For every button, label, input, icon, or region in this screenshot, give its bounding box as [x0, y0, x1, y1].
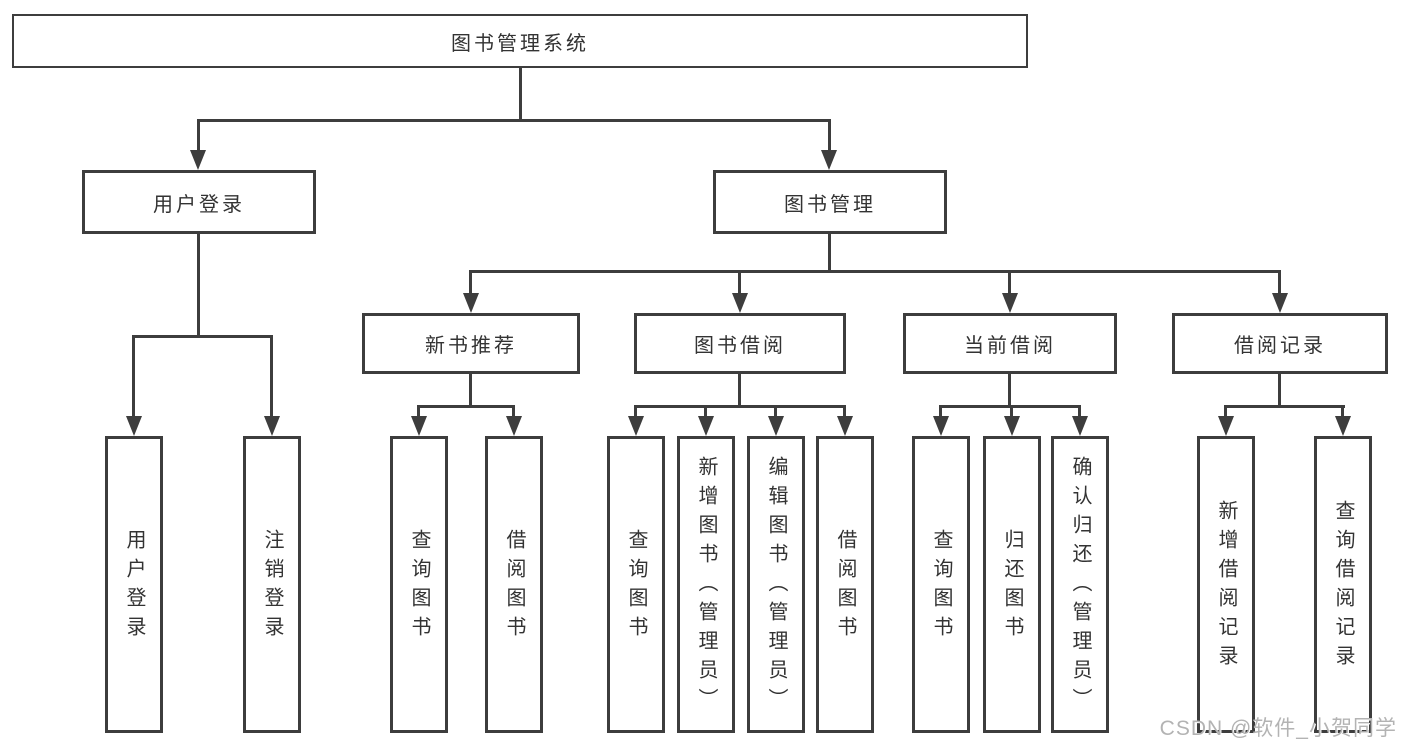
leaf-query-books-recommend: 查询图书 [390, 436, 448, 733]
connector-current-leg-3 [1078, 405, 1081, 419]
arrow-down-icon [264, 416, 280, 436]
connector-root-split [197, 119, 831, 122]
leaf-query-books-current: 查询图书 [912, 436, 970, 733]
connector-current-leg-2 [1010, 405, 1013, 419]
connector-login-split [132, 335, 273, 338]
connector-rec-split [417, 405, 515, 408]
connector-rec-trunk [469, 374, 472, 408]
leaf-confirm-return-admin: 确认归还（管理员） [1051, 436, 1109, 733]
leaf-borrow-books-recommend: 借阅图书 [485, 436, 543, 733]
leaf-logout: 注销登录 [243, 436, 301, 733]
leaf-borrow-books-2: 借阅图书 [816, 436, 874, 733]
connector-rec-leg-2 [512, 405, 515, 419]
node-borrow-records: 借阅记录 [1172, 313, 1388, 374]
leaf-return-books: 归还图书 [983, 436, 1041, 733]
leaf-query-books-borrow: 查询图书 [607, 436, 665, 733]
node-user-login: 用户登录 [82, 170, 316, 234]
arrow-down-icon [1335, 416, 1351, 436]
connector-records-leg-1 [1224, 405, 1227, 419]
node-book-management: 图书管理 [713, 170, 947, 234]
connector-borrow-split [634, 405, 846, 408]
arrow-down-icon [628, 416, 644, 436]
arrow-down-icon [821, 150, 837, 170]
connector-login-trunk [197, 234, 200, 335]
connector-records-split [1224, 405, 1345, 408]
connector-borrow-leg-2 [704, 405, 707, 419]
leaf-user-login: 用户登录 [105, 436, 163, 733]
arrow-down-icon [732, 293, 748, 313]
arrow-down-icon [768, 416, 784, 436]
node-current-borrow: 当前借阅 [903, 313, 1117, 374]
arrow-down-icon [933, 416, 949, 436]
connector-mgmt-leg-3 [1008, 270, 1011, 295]
arrow-down-icon [126, 416, 142, 436]
csdn-watermark: CSDN @软件_小贺同学 [1159, 717, 1397, 740]
connector-root-leg-left [197, 119, 200, 152]
connector-mgmt-leg-1 [469, 270, 472, 295]
connector-mgmt-trunk [828, 234, 831, 272]
connector-mgmt-leg-2 [738, 270, 741, 295]
connector-login-leg-1 [132, 335, 135, 418]
arrow-down-icon [190, 150, 206, 170]
arrow-down-icon [1272, 293, 1288, 313]
connector-mgmt-leg-4 [1278, 270, 1281, 295]
node-new-book-recommend: 新书推荐 [362, 313, 580, 374]
connector-rec-leg-1 [417, 405, 420, 419]
connector-login-leg-2 [270, 335, 273, 418]
connector-borrow-leg-4 [843, 405, 846, 419]
connector-current-leg-1 [939, 405, 942, 419]
arrow-down-icon [1072, 416, 1088, 436]
arrow-down-icon [1004, 416, 1020, 436]
arrow-down-icon [1002, 293, 1018, 313]
connector-records-trunk [1278, 374, 1281, 408]
leaf-query-borrow-record: 查询借阅记录 [1314, 436, 1372, 733]
connector-current-trunk [1008, 374, 1011, 408]
connector-borrow-leg-3 [774, 405, 777, 419]
arrow-down-icon [463, 293, 479, 313]
arrow-down-icon [837, 416, 853, 436]
connector-records-leg-2 [1341, 405, 1344, 419]
arrow-down-icon [698, 416, 714, 436]
arrow-down-icon [411, 416, 427, 436]
leaf-add-book-admin: 新增图书（管理员） [677, 436, 735, 733]
connector-root-leg-right [828, 119, 831, 152]
node-book-borrow: 图书借阅 [634, 313, 846, 374]
leaf-add-borrow-record: 新增借阅记录 [1197, 436, 1255, 733]
connector-borrow-trunk [738, 374, 741, 408]
connector-mgmt-split [469, 270, 1281, 273]
node-library-system: 图书管理系统 [12, 14, 1028, 68]
connector-root-trunk [519, 68, 522, 121]
leaf-edit-book-admin: 编辑图书（管理员） [747, 436, 805, 733]
connector-borrow-leg-1 [634, 405, 637, 419]
arrow-down-icon [1218, 416, 1234, 436]
arrow-down-icon [506, 416, 522, 436]
